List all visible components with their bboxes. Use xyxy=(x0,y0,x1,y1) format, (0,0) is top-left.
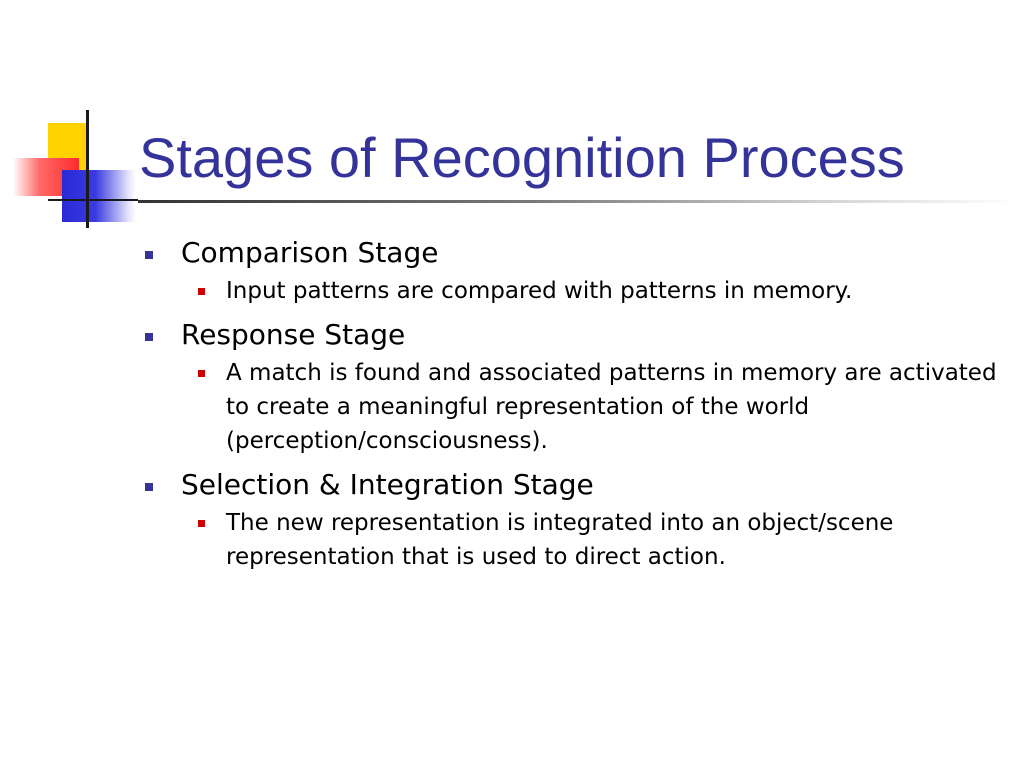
sub-bullet-item: Input patterns are compared with pattern… xyxy=(140,274,1000,308)
square-bullet-icon xyxy=(198,370,205,377)
vertical-line-decoration xyxy=(86,110,89,228)
square-bullet-icon xyxy=(145,483,153,491)
square-bullet-icon xyxy=(145,333,153,341)
sub-bullet-text: The new representation is integrated int… xyxy=(226,510,894,570)
blue-square-decoration xyxy=(62,170,136,222)
bullet-text: Selection & Integration Stage xyxy=(181,468,594,501)
sub-bullet-item: A match is found and associated patterns… xyxy=(140,356,1000,458)
bullet-item-comparison-stage: Comparison Stage xyxy=(140,232,1000,274)
square-bullet-icon xyxy=(198,520,205,527)
bullet-item-selection-integration-stage: Selection & Integration Stage xyxy=(140,464,1000,506)
slide-title: Stages of Recognition Process xyxy=(139,126,905,189)
bullet-text: Response Stage xyxy=(181,318,406,351)
square-bullet-icon xyxy=(145,251,153,259)
bullet-text: Comparison Stage xyxy=(181,236,439,269)
corner-decoration xyxy=(0,0,150,240)
sub-bullet-text: A match is found and associated patterns… xyxy=(226,360,997,454)
horizontal-line-decoration xyxy=(48,199,138,201)
bullet-item-response-stage: Response Stage xyxy=(140,314,1000,356)
sub-bullet-item: The new representation is integrated int… xyxy=(140,506,1000,574)
bullet-list: Comparison Stage Input patterns are comp… xyxy=(140,232,1000,580)
sub-bullet-text: Input patterns are compared with pattern… xyxy=(226,278,853,304)
square-bullet-icon xyxy=(198,288,205,295)
title-underline xyxy=(138,200,1018,203)
